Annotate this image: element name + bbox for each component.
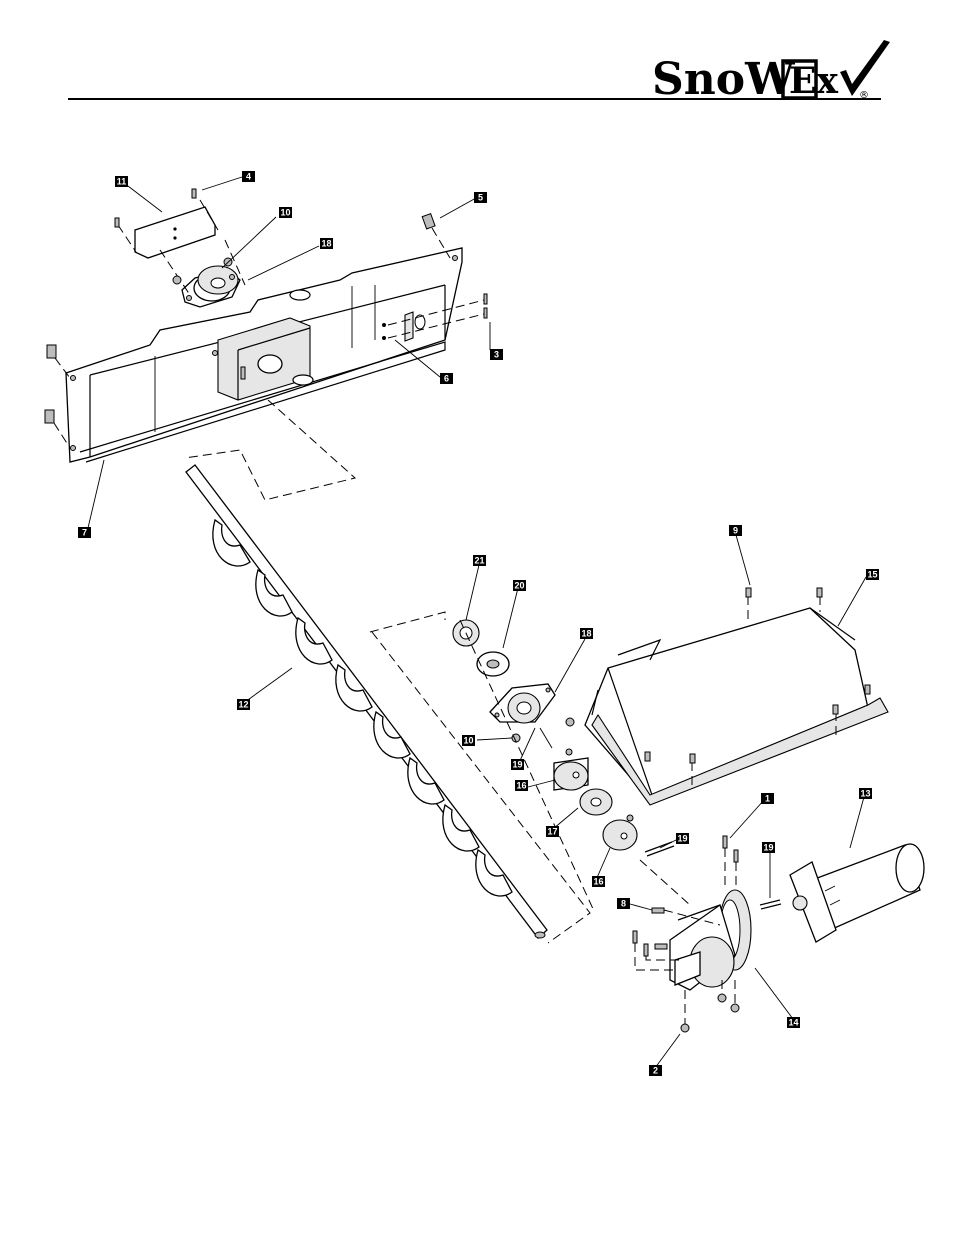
callout-7: 7 bbox=[78, 527, 91, 538]
svg-text:19: 19 bbox=[677, 834, 687, 844]
end-plate-assembly bbox=[66, 248, 462, 462]
cover-plate bbox=[118, 200, 218, 258]
svg-text:8: 8 bbox=[621, 899, 626, 909]
svg-text:7: 7 bbox=[82, 528, 87, 538]
callout-10-lower: 10 bbox=[462, 735, 475, 746]
svg-text:18: 18 bbox=[321, 239, 331, 249]
callout-2: 2 bbox=[649, 1065, 662, 1076]
svg-text:19: 19 bbox=[763, 843, 773, 853]
callout-10-upper: 10 bbox=[279, 207, 292, 218]
svg-text:17: 17 bbox=[547, 827, 557, 837]
callout-9: 9 bbox=[729, 525, 742, 536]
svg-text:5: 5 bbox=[478, 193, 483, 203]
svg-text:3: 3 bbox=[494, 350, 499, 360]
svg-text:11: 11 bbox=[117, 177, 127, 187]
svg-text:19: 19 bbox=[512, 760, 522, 770]
svg-text:9: 9 bbox=[733, 526, 738, 536]
callout-18-lower: 18 bbox=[580, 628, 593, 639]
callout-20: 20 bbox=[513, 580, 526, 591]
callout-5: 5 bbox=[474, 192, 487, 203]
svg-text:21: 21 bbox=[474, 556, 484, 566]
callout-21: 21 bbox=[473, 555, 486, 566]
svg-text:12: 12 bbox=[238, 700, 248, 710]
callout-19-b: 19 bbox=[676, 833, 689, 844]
svg-text:4: 4 bbox=[246, 172, 251, 182]
callout-17: 17 bbox=[546, 826, 559, 837]
callout-8: 8 bbox=[617, 898, 630, 909]
svg-text:16: 16 bbox=[593, 877, 603, 887]
svg-text:16: 16 bbox=[516, 781, 526, 791]
callout-19-a: 19 bbox=[511, 759, 524, 770]
callout-4: 4 bbox=[242, 171, 255, 182]
motor-cover bbox=[585, 588, 888, 805]
callout-19-c: 19 bbox=[762, 842, 775, 853]
svg-text:14: 14 bbox=[788, 1018, 798, 1028]
callout-16-b: 16 bbox=[592, 876, 605, 887]
callout-11: 11 bbox=[115, 176, 128, 187]
svg-text:10: 10 bbox=[280, 208, 290, 218]
svg-text:6: 6 bbox=[444, 374, 449, 384]
svg-text:1: 1 bbox=[765, 794, 770, 804]
callout-18-upper: 18 bbox=[320, 238, 333, 249]
leader-auger-bracket bbox=[370, 612, 445, 632]
callout-12: 12 bbox=[237, 699, 250, 710]
svg-text:18: 18 bbox=[581, 629, 591, 639]
callout-14: 14 bbox=[787, 1017, 800, 1028]
callout-15: 15 bbox=[866, 569, 879, 580]
svg-text:20: 20 bbox=[514, 581, 524, 591]
svg-text:2: 2 bbox=[653, 1066, 658, 1076]
svg-text:10: 10 bbox=[463, 736, 473, 746]
callout-3: 3 bbox=[490, 349, 503, 360]
callout-16-a: 16 bbox=[515, 780, 528, 791]
motor-gearbox bbox=[633, 836, 924, 1032]
svg-text:13: 13 bbox=[860, 789, 870, 799]
callout-6: 6 bbox=[440, 373, 453, 384]
callout-13: 13 bbox=[859, 788, 872, 799]
callout-1: 1 bbox=[761, 793, 774, 804]
svg-text:15: 15 bbox=[867, 570, 877, 580]
